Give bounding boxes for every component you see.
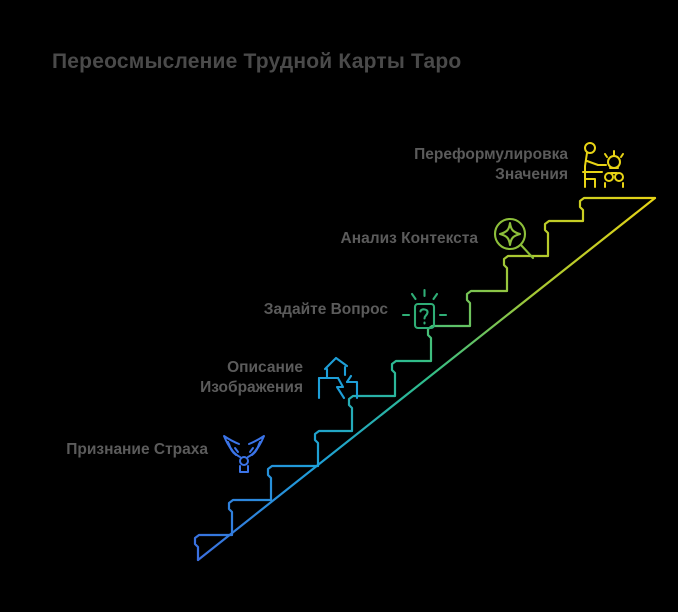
step-label: Анализ Контекста xyxy=(340,229,478,247)
tower-lightning-icon xyxy=(317,356,359,400)
stair-steps xyxy=(193,196,657,562)
page-title: Переосмысление Трудной Карты Таро xyxy=(52,50,462,73)
step-label: Описание Изображения xyxy=(200,358,303,396)
step-item-ask-question[interactable]: Задайте Вопрос xyxy=(210,284,450,336)
stair-diagonal xyxy=(196,196,657,562)
step-label: Признание Страха xyxy=(66,440,208,458)
magnifier-sparkle-icon xyxy=(493,217,535,260)
step-label: Задайте Вопрос xyxy=(263,300,388,318)
step-item-context-analysis[interactable]: Анализ Контекста xyxy=(280,213,540,265)
step-label: Переформулировка Значения xyxy=(414,145,568,183)
step-item-reframe-meaning[interactable]: Переформулировка Значения xyxy=(300,139,630,191)
person-at-desk-idea-icon xyxy=(582,142,624,188)
figure-fear-burst-icon xyxy=(223,435,265,473)
step-item-acknowledge-fear[interactable]: Признание Страха xyxy=(10,424,270,476)
step-item-image-description[interactable]: Описание Изображения xyxy=(140,352,365,404)
question-card-icon xyxy=(401,288,448,330)
